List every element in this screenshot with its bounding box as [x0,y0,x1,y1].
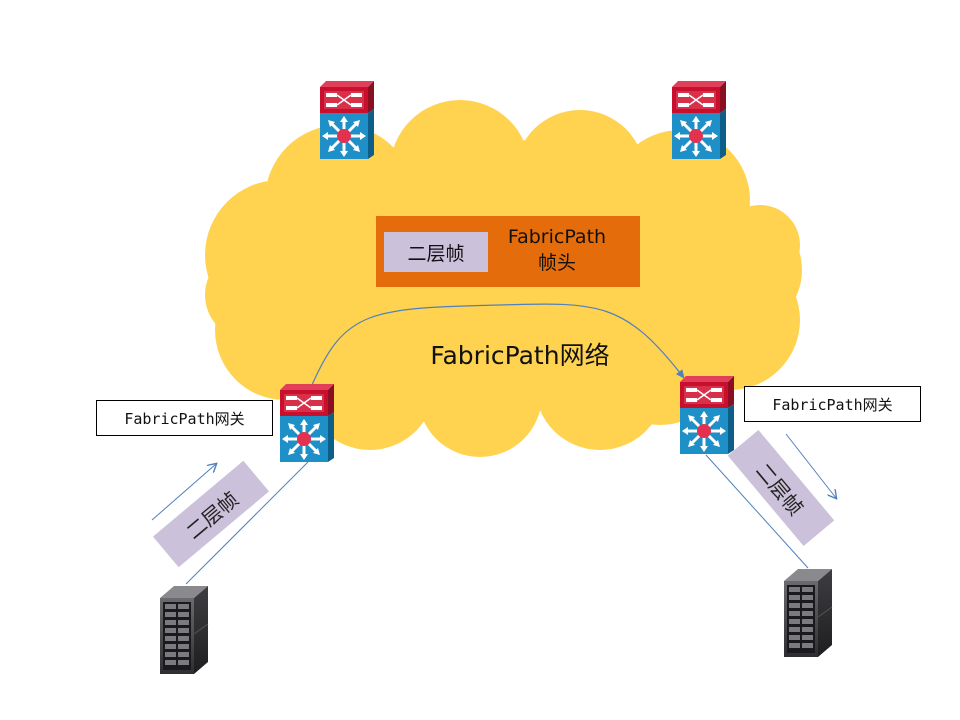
header-line-1: FabricPath [507,226,607,248]
egress-arrow-icon [785,433,836,498]
fabricpath-cloud [205,100,802,457]
gateway-label-right: FabricPath网关 [744,386,921,422]
spine-switch-right-icon [670,79,728,161]
spine-switch-left-icon [318,79,376,161]
link-right-server [705,454,809,569]
fabricpath-header-label: FabricPath 帧头 [490,224,624,276]
header-line-2: 帧头 [537,252,576,274]
network-label: FabricPath网络 [430,341,610,370]
fabric-path-arrow [311,303,685,386]
server-right-icon [783,568,833,658]
server-left-icon [159,585,209,675]
ingress-arrow-icon [151,464,216,521]
link-left-server [185,461,309,585]
inner-l2-frame-label: 二层帧 [384,232,488,272]
gateway-switch-right-icon [678,374,736,456]
gateway-label-left: FabricPath网关 [96,400,273,436]
gateway-switch-left-icon [278,382,336,464]
